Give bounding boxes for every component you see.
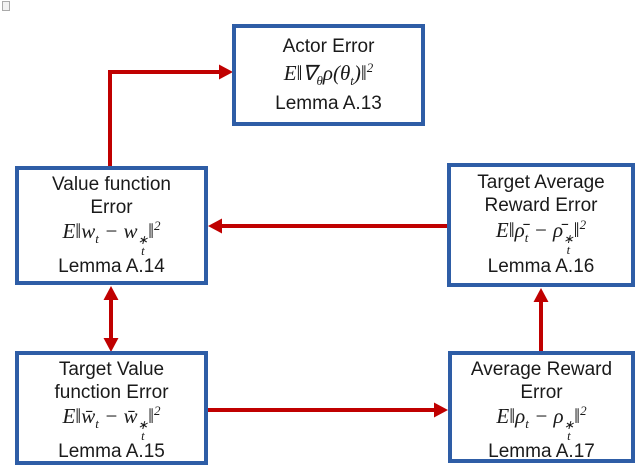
value-function-error-lemma: Lemma A.14 [58,256,165,278]
arrow-value-to-actor [108,64,233,166]
arrow-target-avg-reward-to-value [208,218,447,234]
box-value-function-error: Value function Error E‖wt − w∗t‖2 Lemma … [15,166,208,285]
actor-error-formula: E‖∇θρ(θt)‖2 [283,60,374,89]
target-average-reward-error-title: Target Average Reward Error [477,171,605,217]
box-average-reward-error: Average Reward Error E‖ρt − ρ∗t‖2 Lemma … [448,351,635,463]
value-function-error-title: Value function Error [51,174,171,219]
target-average-reward-error-lemma: Lemma A.16 [487,256,595,278]
arrow-value-to-target-value-double [103,286,119,352]
actor-error-title: Actor Error [282,35,375,57]
arrow-target-value-to-avg-reward [208,402,448,418]
actor-error-lemma: Lemma A.13 [275,92,382,114]
average-reward-error-formula: E‖ρt − ρ∗t‖2 [496,403,587,443]
box-target-average-reward-error: Target Average Reward Error E‖ρ̄t − ρ̄∗t… [447,163,635,287]
average-reward-error-lemma: Lemma A.17 [488,441,595,463]
target-value-function-error-lemma: Lemma A.15 [58,441,165,463]
target-value-function-error-formula: E‖w̄t − w̄∗t‖2 [62,403,161,443]
arrow-avg-reward-to-target-avg-reward [533,288,549,351]
target-value-function-error-title: Target Value function Error [54,359,169,404]
average-reward-error-title: Average Reward Error [470,359,613,404]
box-target-value-function-error: Target Value function Error E‖w̄t − w̄∗t… [15,351,208,465]
target-average-reward-error-formula: E‖ρ̄t − ρ̄∗t‖2 [495,217,587,257]
value-function-error-formula: E‖wt − w∗t‖2 [62,218,161,258]
stray-corner-mark [2,1,10,11]
box-actor-error: Actor Error E‖∇θρ(θt)‖2 Lemma A.13 [232,24,425,126]
